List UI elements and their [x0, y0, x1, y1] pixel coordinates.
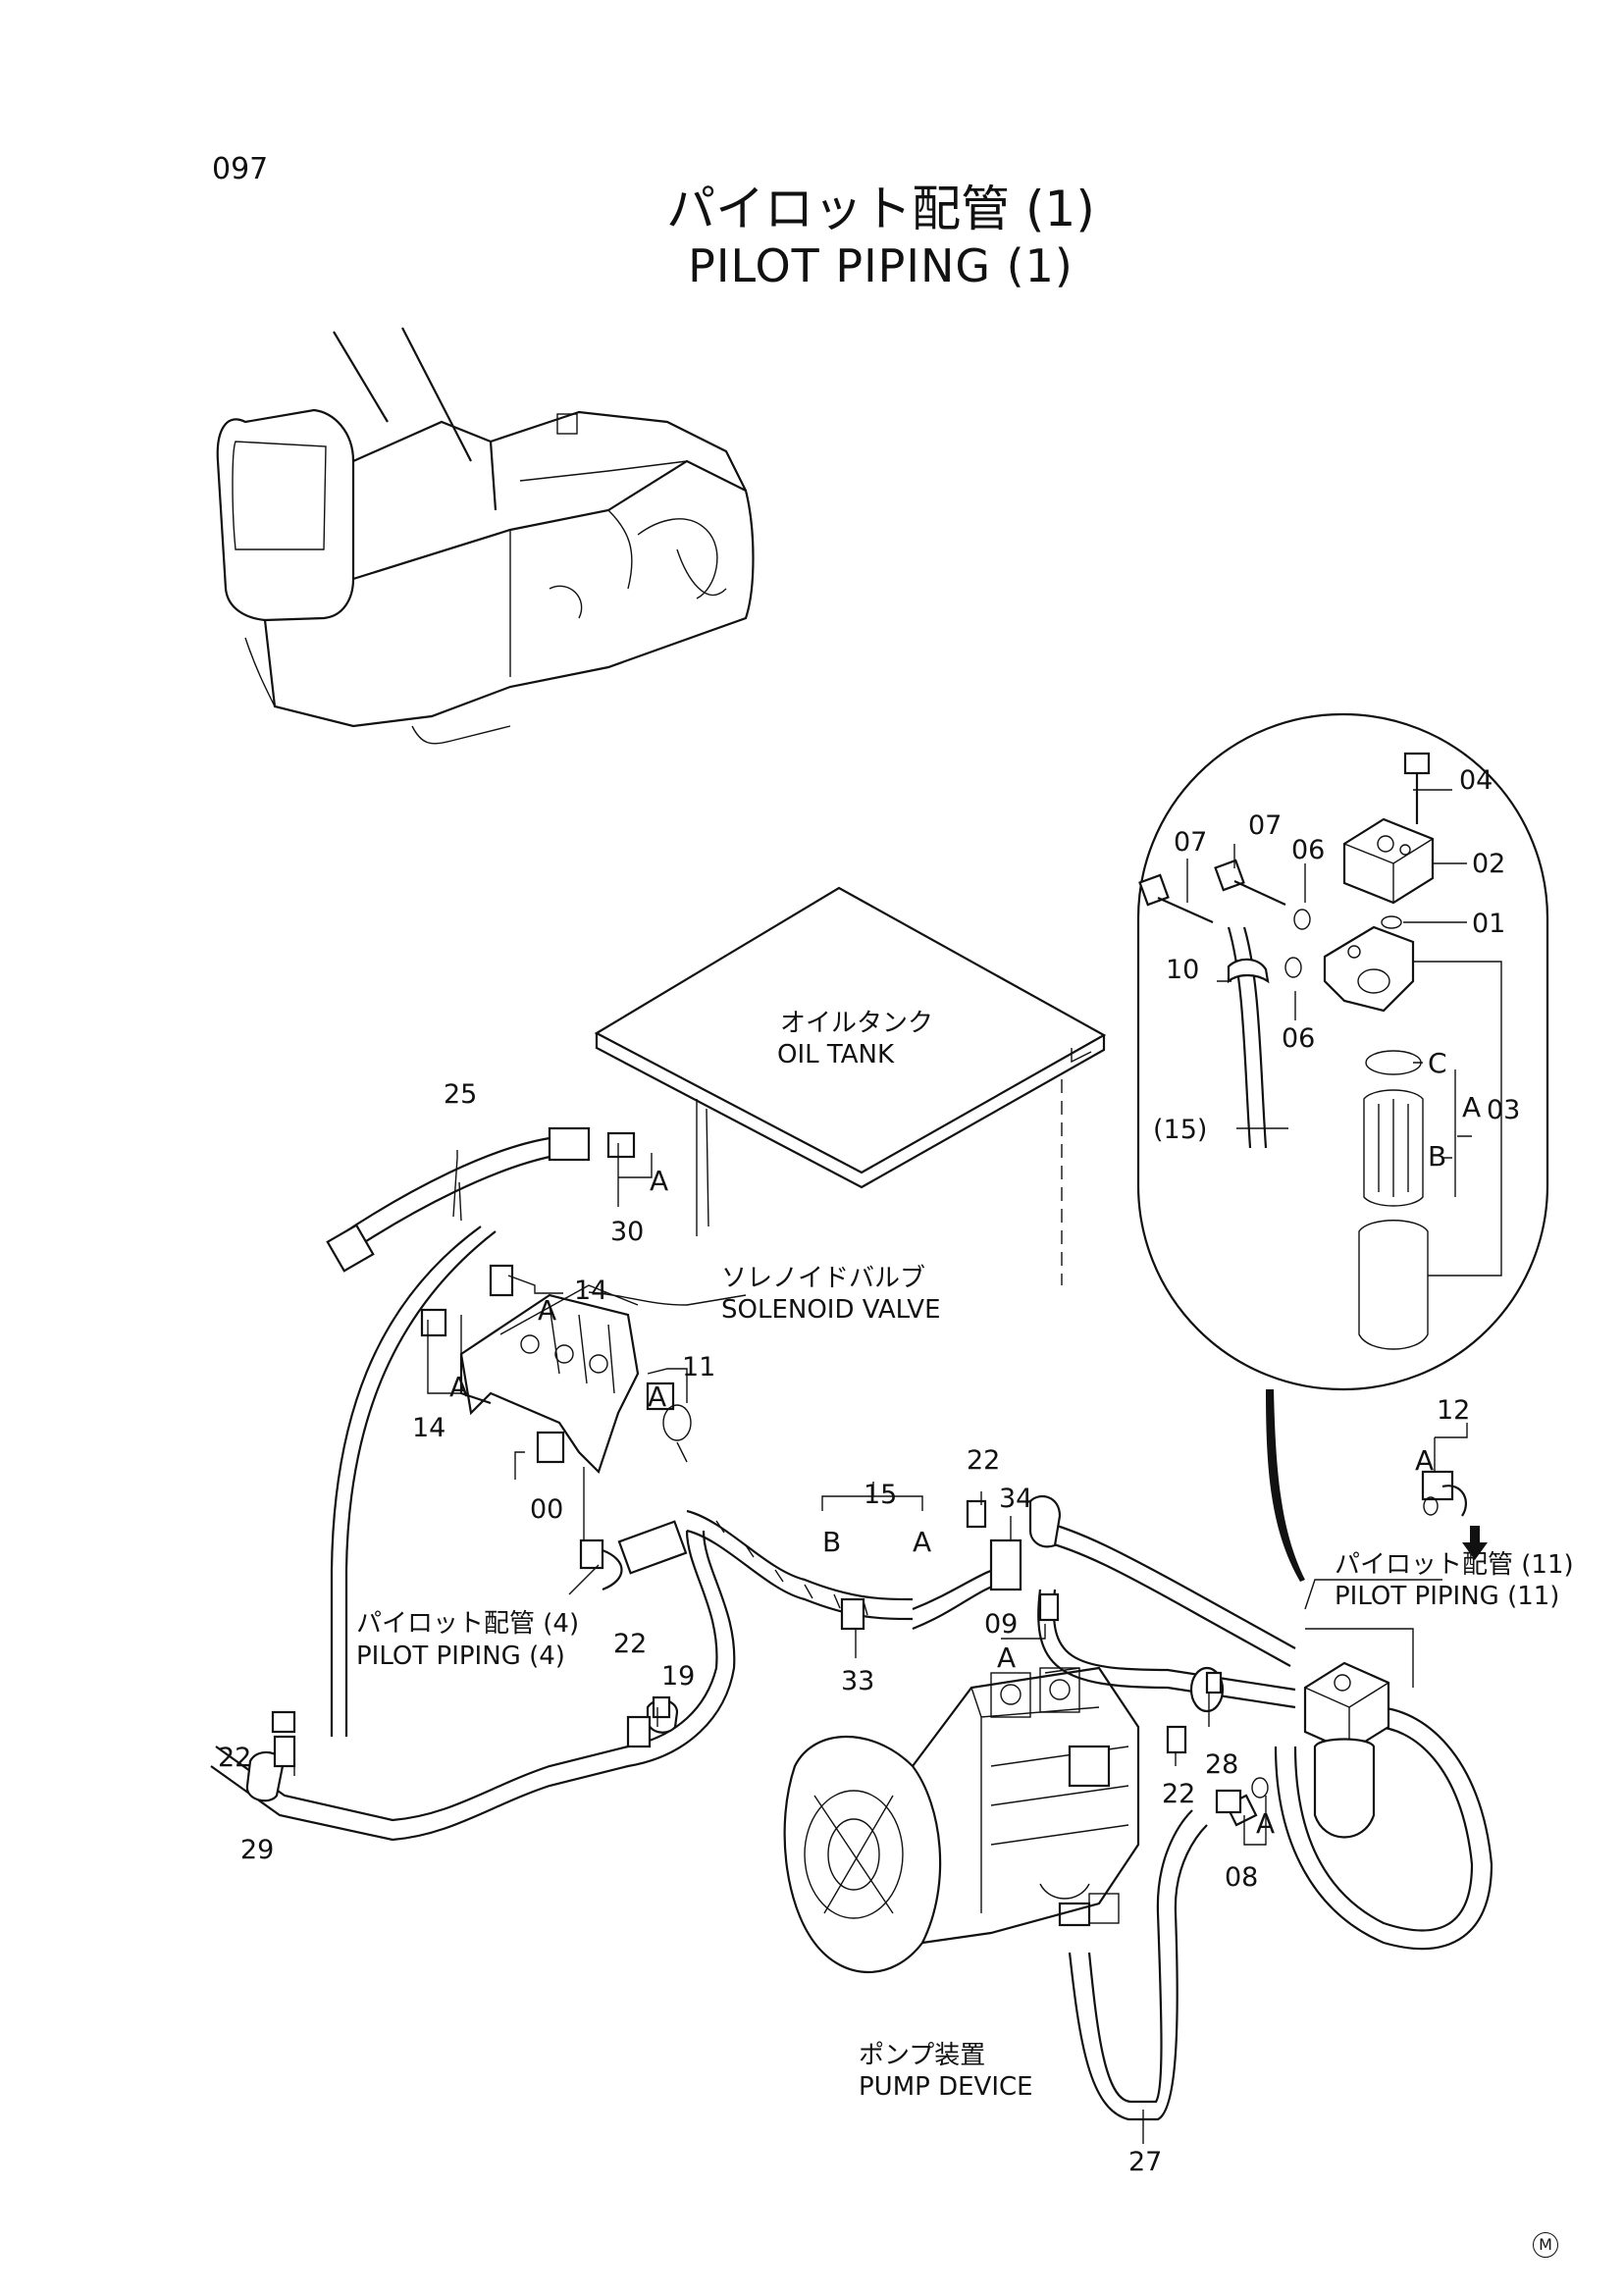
- detail-callout-b: B: [1428, 1140, 1447, 1173]
- callout-a-12: A: [1415, 1444, 1435, 1477]
- callout-a-14-lower: A: [449, 1371, 469, 1403]
- pump-device: [783, 1666, 1140, 1973]
- callout-14-lower: 14: [412, 1413, 446, 1443]
- excavator-overview: [216, 327, 755, 745]
- detail-callout-06-bottom: 06: [1282, 1023, 1316, 1054]
- detail-callout-01: 01: [1472, 909, 1506, 939]
- callout-22-far-left: 22: [218, 1743, 252, 1773]
- callout-22-right: 22: [1162, 1779, 1196, 1809]
- leader-lines: [293, 789, 1472, 2144]
- oil-tank-label-en: OIL TANK: [777, 1040, 895, 1069]
- callout-08: 08: [1225, 1862, 1259, 1893]
- callout-a-08: A: [1256, 1807, 1276, 1840]
- solenoid-label-en: SOLENOID VALVE: [721, 1295, 941, 1325]
- detail-callout-c: C: [1428, 1047, 1447, 1079]
- detail-callout-06-top: 06: [1291, 835, 1326, 865]
- callout-a-09: A: [997, 1642, 1017, 1674]
- callout-25: 25: [444, 1079, 478, 1110]
- callout-33: 33: [841, 1666, 875, 1696]
- page-title-en: PILOT PIPING (1): [688, 239, 1074, 292]
- callout-34: 34: [999, 1484, 1033, 1514]
- oil-tank: [594, 886, 1107, 1285]
- callout-15: 15: [864, 1480, 898, 1510]
- callout-a-30: A: [650, 1165, 669, 1197]
- pilot-filter: [1303, 1579, 1442, 1839]
- pilot11-label-en: PILOT PIPING (11): [1335, 1582, 1560, 1611]
- callout-a-14-upper: A: [538, 1294, 557, 1327]
- fittings: [271, 1470, 1488, 1814]
- page-title-jp: パイロット配管 (1): [666, 181, 1095, 237]
- solenoid-valve: [420, 1264, 692, 1591]
- callout-12: 12: [1437, 1395, 1471, 1426]
- callout-19: 19: [661, 1661, 696, 1692]
- callout-29: 29: [240, 1835, 275, 1865]
- callout-a-11: A: [648, 1381, 667, 1413]
- callout-b-15: B: [822, 1526, 842, 1558]
- detail-bubble: [1136, 712, 1549, 1582]
- pilot4-label-jp: パイロット配管 (4): [356, 1609, 580, 1639]
- callout-00: 00: [530, 1494, 564, 1525]
- callout-28: 28: [1205, 1749, 1239, 1780]
- callout-11: 11: [682, 1352, 716, 1382]
- callout-22-left: 22: [613, 1629, 648, 1659]
- detail-callout-a: A: [1462, 1091, 1482, 1123]
- callout-27: 27: [1128, 2147, 1163, 2177]
- detail-callout-02: 02: [1472, 849, 1506, 879]
- solenoid-label-jp: ソレノイドバルブ: [721, 1264, 926, 1293]
- callout-a-15: A: [913, 1526, 932, 1558]
- detail-callout-03: 03: [1487, 1095, 1521, 1125]
- callout-22-center: 22: [967, 1445, 1001, 1476]
- pilot4-label-en: PILOT PIPING (4): [356, 1642, 565, 1671]
- callout-30: 30: [610, 1217, 645, 1247]
- pump-label-jp: ポンプ装置: [859, 2041, 986, 2070]
- page-number: 097: [212, 152, 269, 186]
- m-mark: M: [1533, 2232, 1558, 2258]
- detail-callout-07-left: 07: [1174, 827, 1208, 858]
- pump-label-en: PUMP DEVICE: [859, 2072, 1033, 2102]
- oil-tank-label-jp: オイルタンク: [780, 1009, 934, 1038]
- detail-callout-10: 10: [1166, 955, 1200, 985]
- detail-callout-07-right: 07: [1248, 810, 1283, 841]
- pilot11-label-jp: パイロット配管 (11): [1335, 1550, 1574, 1580]
- detail-callout-04: 04: [1459, 765, 1493, 796]
- callout-09: 09: [984, 1609, 1019, 1640]
- callout-14-upper: 14: [574, 1276, 608, 1306]
- detail-callout-15: (15): [1153, 1115, 1208, 1145]
